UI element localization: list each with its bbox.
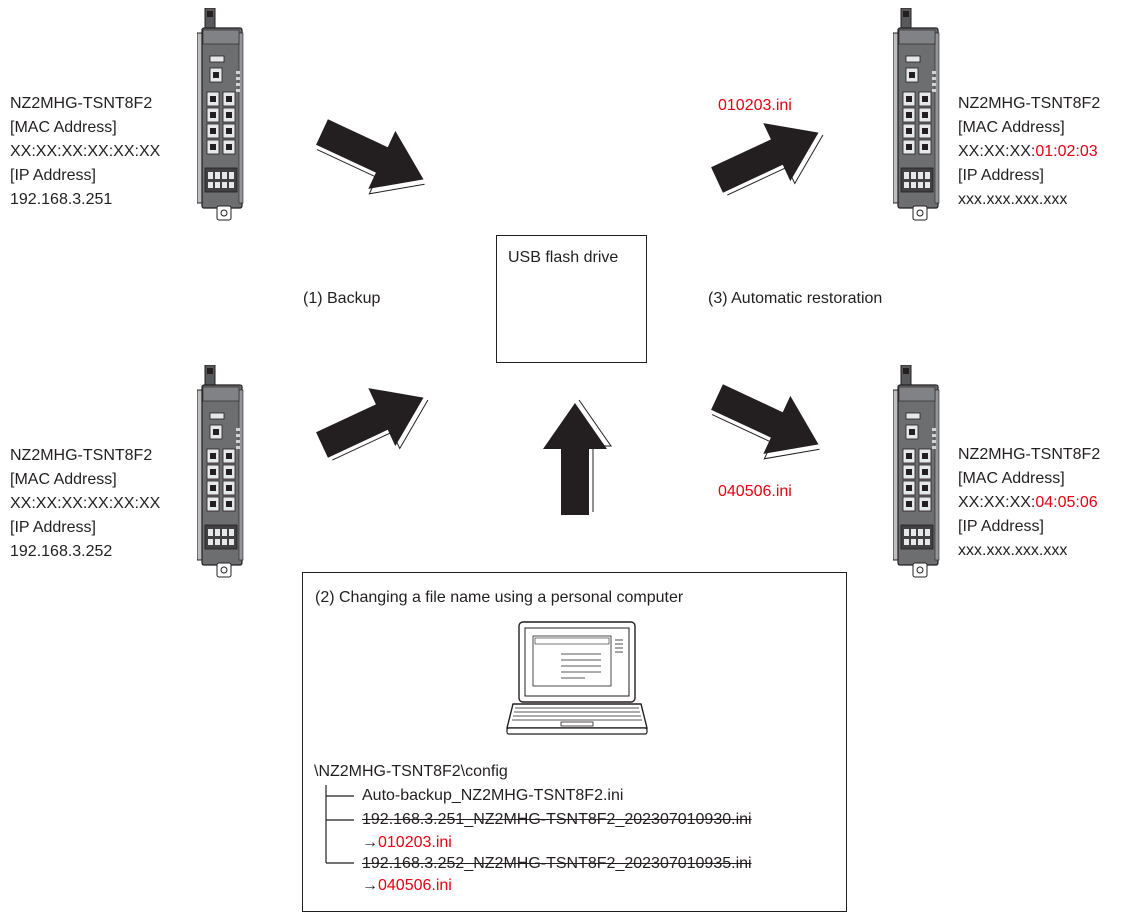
device-info-bottom-right: NZ2MHG-TSNT8F2 [MAC Address] XX:XX:XX:04… <box>958 443 1100 563</box>
switch-device-bottom-left <box>197 365 244 578</box>
folder-path: \NZ2MHG-TSNT8F2\config <box>314 763 508 780</box>
ip-heading: [IP Address] <box>10 167 96 184</box>
switch-device-top-left <box>197 8 244 221</box>
step-rename-label: (2) Changing a file name using a persona… <box>315 589 684 606</box>
ip-address: xxx.xxx.xxx.xxx <box>958 542 1068 559</box>
arrow-backup-bottom <box>316 388 429 461</box>
arrow-restore-bottom <box>711 384 820 460</box>
mac-heading: [MAC Address] <box>958 119 1065 136</box>
device-model: NZ2MHG-TSNT8F2 <box>10 447 153 464</box>
mac-address: XX:XX:XX:XX:XX:XX <box>10 143 161 160</box>
mac-prefix: XX:XX:XX: <box>958 494 1036 511</box>
mac-heading: [MAC Address] <box>10 471 117 488</box>
mac-heading: [MAC Address] <box>10 119 117 136</box>
ip-address: 192.168.3.252 <box>10 543 113 560</box>
laptop-icon <box>506 621 648 735</box>
device-info-bottom-left: NZ2MHG-TSNT8F2 [MAC Address] XX:XX:XX:XX… <box>10 444 160 564</box>
new-file-name: 040506.ini <box>378 877 452 894</box>
tree-item-auto-backup: Auto-backup_NZ2MHG-TSNT8F2.ini <box>362 787 624 804</box>
usb-flash-drive-box <box>496 235 647 363</box>
switch-device-bottom-right <box>893 365 940 578</box>
mac-address: XX:XX:XX:04:05:06 <box>958 491 1100 515</box>
tree-item-new-251: →010203.ini <box>362 831 452 855</box>
mac-address: XX:XX:XX:01:02:03 <box>958 140 1100 164</box>
step-restore-label: (3) Automatic restoration <box>708 290 883 307</box>
tree-item-old-252: 192.168.3.252_NZ2MHG-TSNT8F2_20230701093… <box>362 855 752 872</box>
mac-address: XX:XX:XX:XX:XX:XX <box>10 495 161 512</box>
arrow-restore-top <box>711 123 824 196</box>
tree-item-old-251: 192.168.3.251_NZ2MHG-TSNT8F2_20230701093… <box>362 811 752 828</box>
switch-device-top-right <box>893 8 940 221</box>
arrow-upload-up <box>543 399 612 515</box>
ip-heading: [IP Address] <box>10 519 96 536</box>
mac-heading: [MAC Address] <box>958 470 1065 487</box>
ip-heading: [IP Address] <box>958 518 1044 535</box>
device-info-top-left: NZ2MHG-TSNT8F2 [MAC Address] XX:XX:XX:XX… <box>10 92 160 212</box>
ip-heading: [IP Address] <box>958 167 1044 184</box>
device-model: NZ2MHG-TSNT8F2 <box>958 95 1101 112</box>
ip-address: 192.168.3.251 <box>10 191 113 208</box>
tree-lines <box>325 785 354 864</box>
device-model: NZ2MHG-TSNT8F2 <box>10 95 153 112</box>
rename-arrow: → <box>362 877 378 894</box>
mac-suffix: 04:05:06 <box>1035 494 1098 511</box>
device-model: NZ2MHG-TSNT8F2 <box>958 446 1101 463</box>
arrow-backup-top <box>316 119 425 195</box>
rename-arrow: → <box>362 834 378 851</box>
mac-prefix: XX:XX:XX: <box>958 143 1036 160</box>
mac-suffix: 01:02:03 <box>1035 143 1098 160</box>
restore-file-bottom: 040506.ini <box>718 483 792 500</box>
ip-address: xxx.xxx.xxx.xxx <box>958 191 1068 208</box>
restore-file-top: 010203.ini <box>718 97 792 114</box>
tree-item-new-252: →040506.ini <box>362 874 452 898</box>
step-backup-label: (1) Backup <box>303 290 381 307</box>
usb-flash-drive-label: USB flash drive <box>508 249 619 266</box>
new-file-name: 010203.ini <box>378 834 452 851</box>
device-info-top-right: NZ2MHG-TSNT8F2 [MAC Address] XX:XX:XX:01… <box>958 92 1100 212</box>
